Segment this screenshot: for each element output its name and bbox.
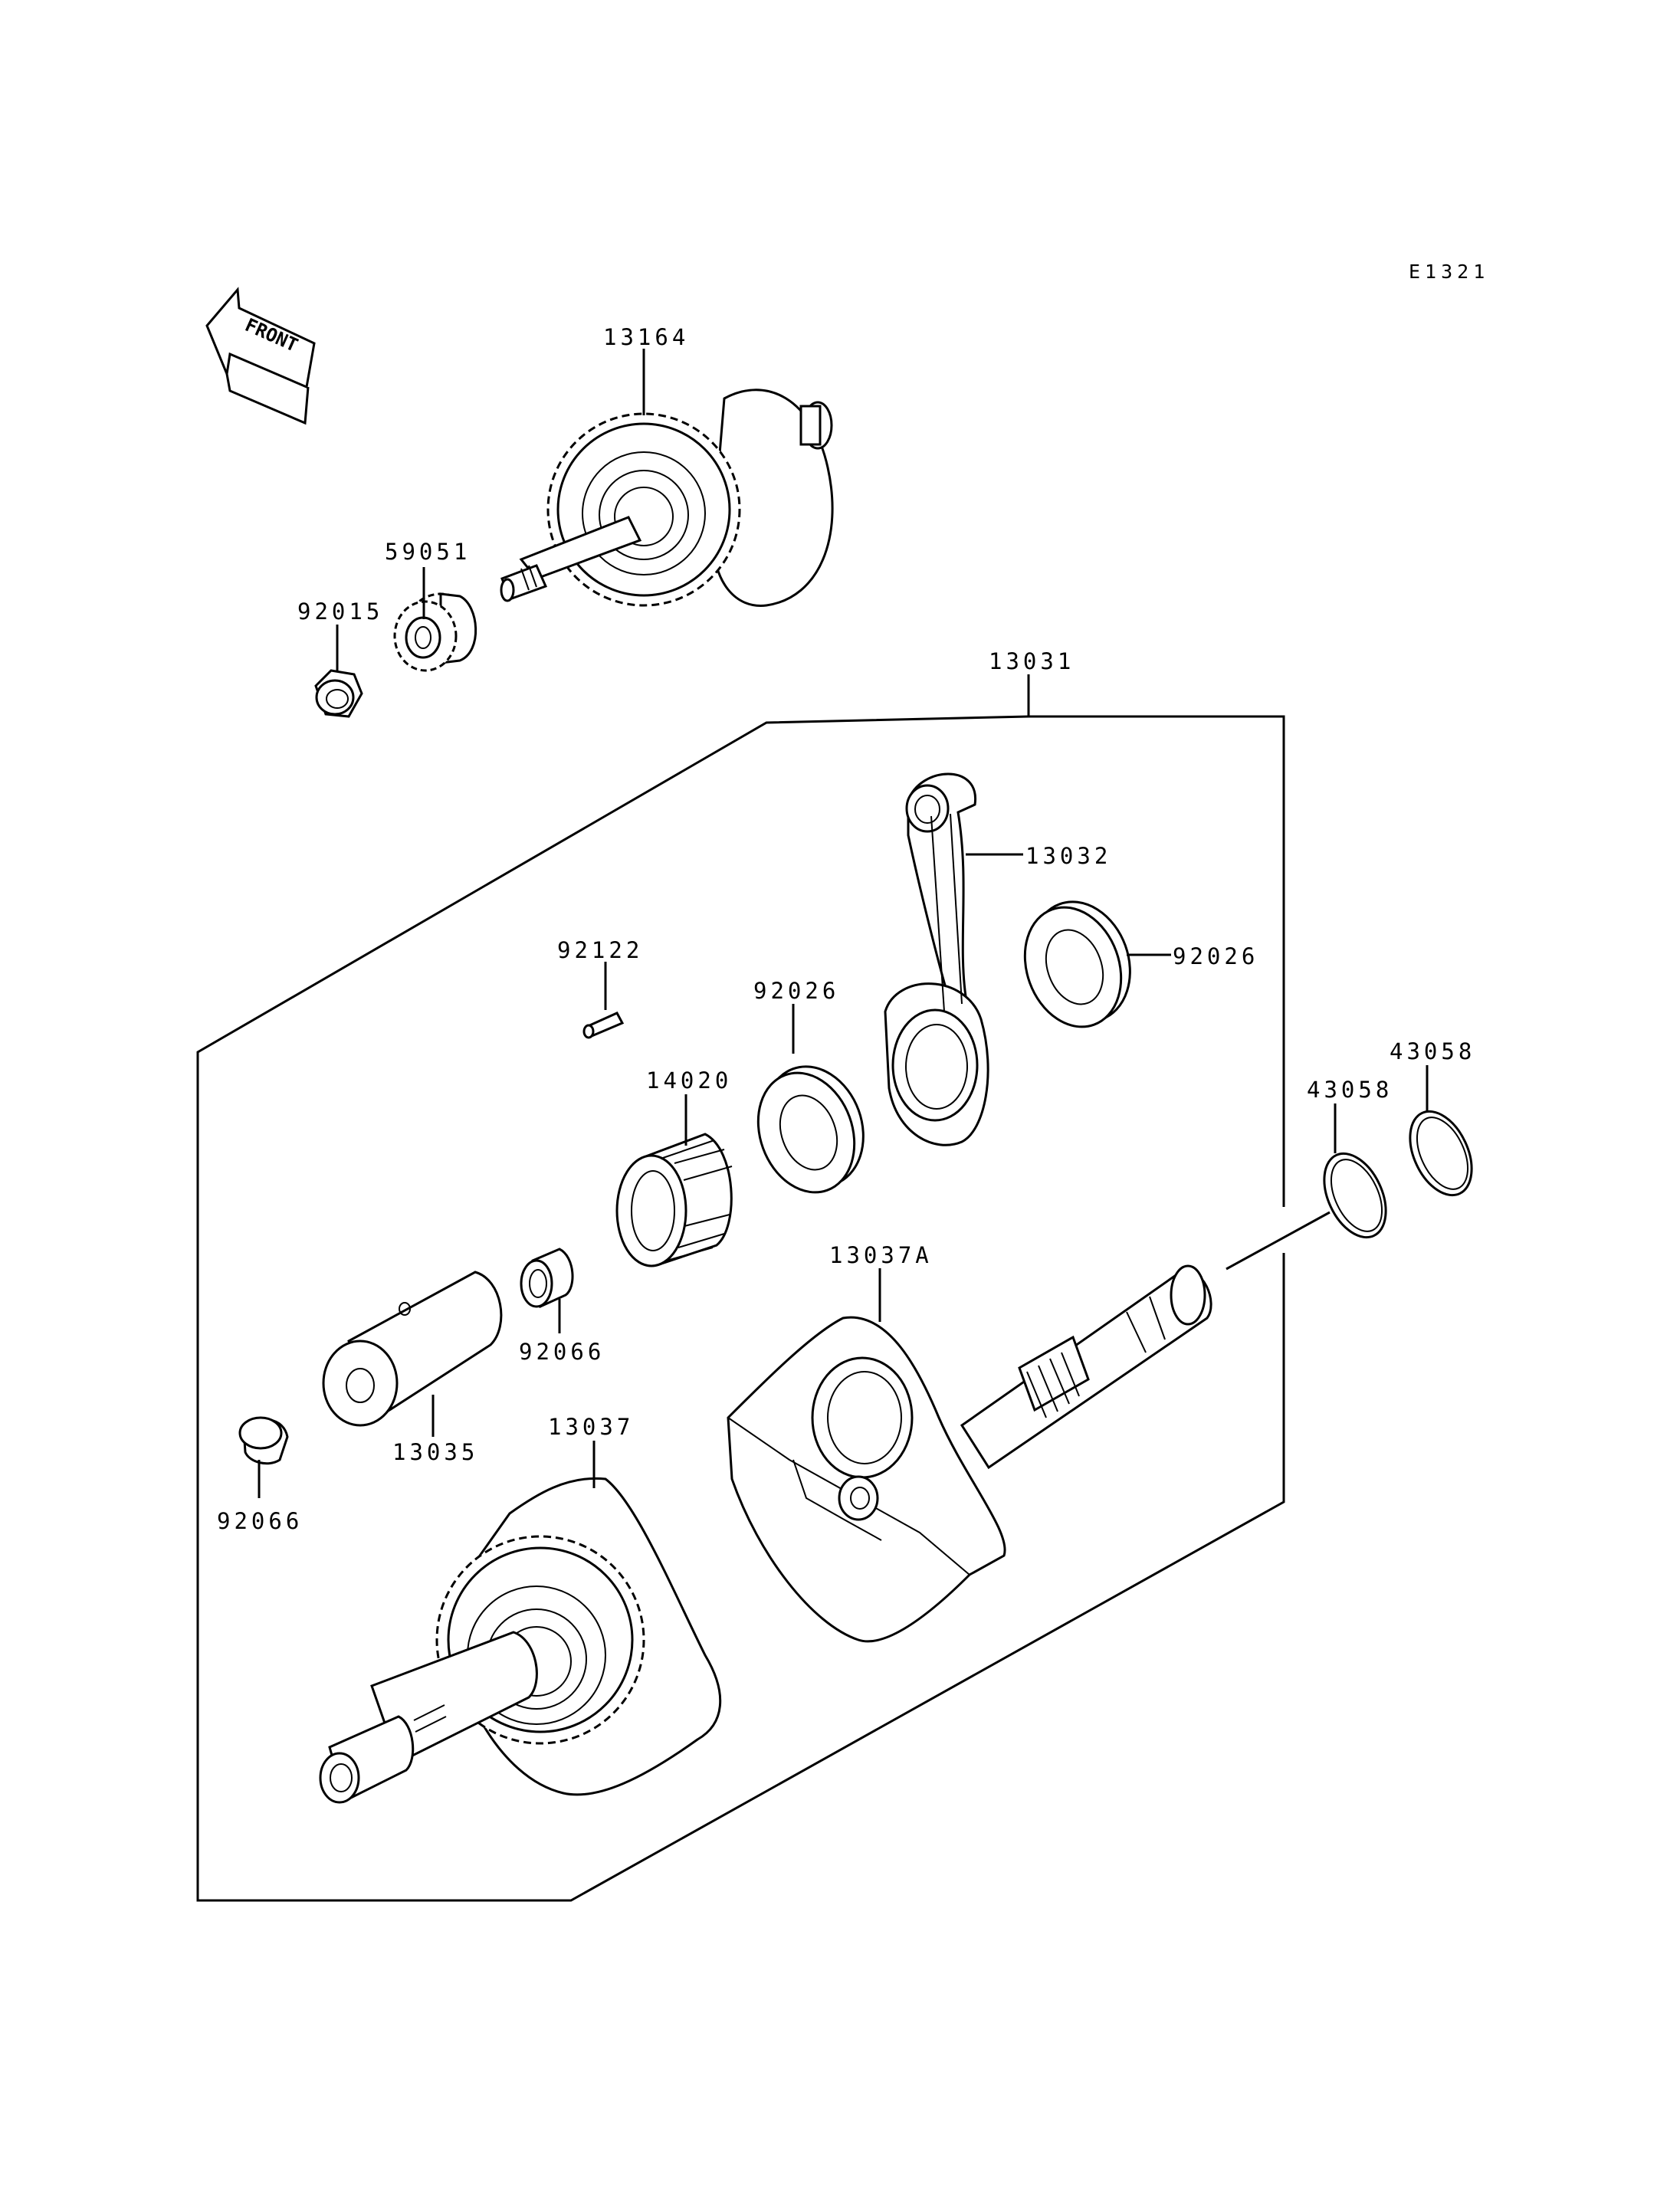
crankshaft-half-13037 (319, 1477, 722, 1804)
label-43058-upper: 43058 (1390, 1038, 1475, 1064)
crank-pin-13035 (322, 1271, 503, 1427)
label-13037A: 13037A (829, 1242, 933, 1268)
label-92015: 92015 (297, 598, 383, 625)
label-92066-lower: 92066 (217, 1508, 303, 1534)
label-14020: 14020 (646, 1067, 732, 1094)
bushing-92066-upper (520, 1248, 574, 1309)
label-92026-left: 92026 (753, 978, 839, 1004)
pin-92122 (582, 1012, 625, 1039)
label-13032: 13032 (1025, 843, 1111, 869)
assembly-13031-outline (196, 715, 1285, 1902)
label-13035: 13035 (392, 1439, 478, 1465)
label-92066-upper: 92066 (519, 1339, 605, 1365)
label-13031: 13031 (989, 648, 1075, 674)
washer-92026-left (756, 1065, 865, 1194)
nut-92015 (314, 669, 363, 718)
ring-43058-upper (1409, 1110, 1473, 1197)
crankshaft-half-13037A (727, 1264, 1212, 1643)
label-59051: 59051 (385, 539, 471, 565)
diagram-code: E1321 (1409, 261, 1489, 283)
label-13164: 13164 (603, 324, 689, 350)
front-arrow-icon: FRONT (205, 287, 316, 425)
label-43058-lower: 43058 (1307, 1077, 1393, 1103)
washer-92026-right (1023, 900, 1131, 1028)
bushing-92066-lower (238, 1416, 289, 1465)
label-13037: 13037 (548, 1414, 634, 1440)
label-92026-right: 92026 (1173, 943, 1258, 969)
crankshaft-gear-13164 (500, 389, 834, 607)
gear-59051 (393, 592, 477, 672)
ring-43058-lower (1323, 1152, 1387, 1239)
needle-bearing-14020 (615, 1133, 733, 1267)
label-92122: 92122 (557, 937, 643, 963)
connecting-rod-13032 (884, 772, 989, 1146)
